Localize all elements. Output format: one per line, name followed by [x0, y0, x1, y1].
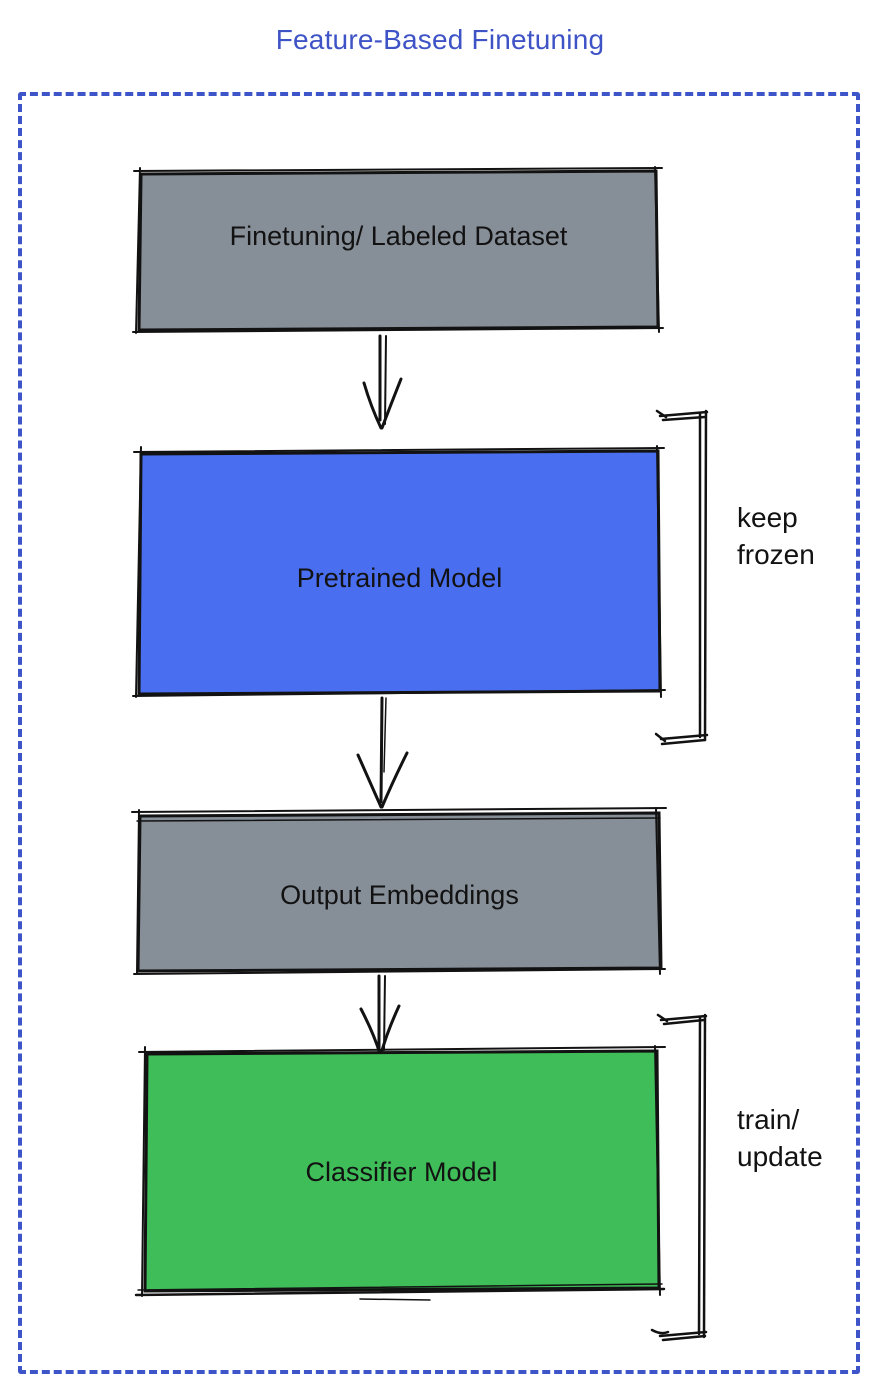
- arrow-down-1: [362, 334, 403, 430]
- arrow-down-2: [356, 696, 409, 809]
- box-dataset-label: Finetuning/ Labeled Dataset: [229, 221, 568, 251]
- annotation-keep-frozen-line2: frozen: [737, 539, 815, 570]
- box-classifier-label: Classifier Model: [305, 1157, 498, 1187]
- box-pretrained: [132, 445, 666, 698]
- box-classifier: [134, 1045, 666, 1301]
- diagram-title: Feature-Based Finetuning: [275, 24, 605, 55]
- bracket-keep-frozen: [654, 409, 709, 746]
- box-embeddings: [131, 807, 667, 975]
- annotation-train-update-line1: train/: [737, 1104, 800, 1135]
- annotation-keep-frozen: keep frozen: [737, 499, 815, 573]
- annotation-keep-frozen-line1: keep: [737, 502, 798, 533]
- box-pretrained-label: Pretrained Model: [296, 563, 503, 593]
- arrow-down-3: [359, 974, 401, 1056]
- annotation-train-update: train/ update: [737, 1101, 823, 1175]
- box-dataset: [132, 166, 664, 334]
- box-embeddings-label: Output Embeddings: [280, 880, 519, 910]
- annotation-train-update-line2: update: [737, 1141, 823, 1172]
- dotted-frame: [18, 92, 860, 1374]
- bracket-train-update: [650, 1013, 708, 1342]
